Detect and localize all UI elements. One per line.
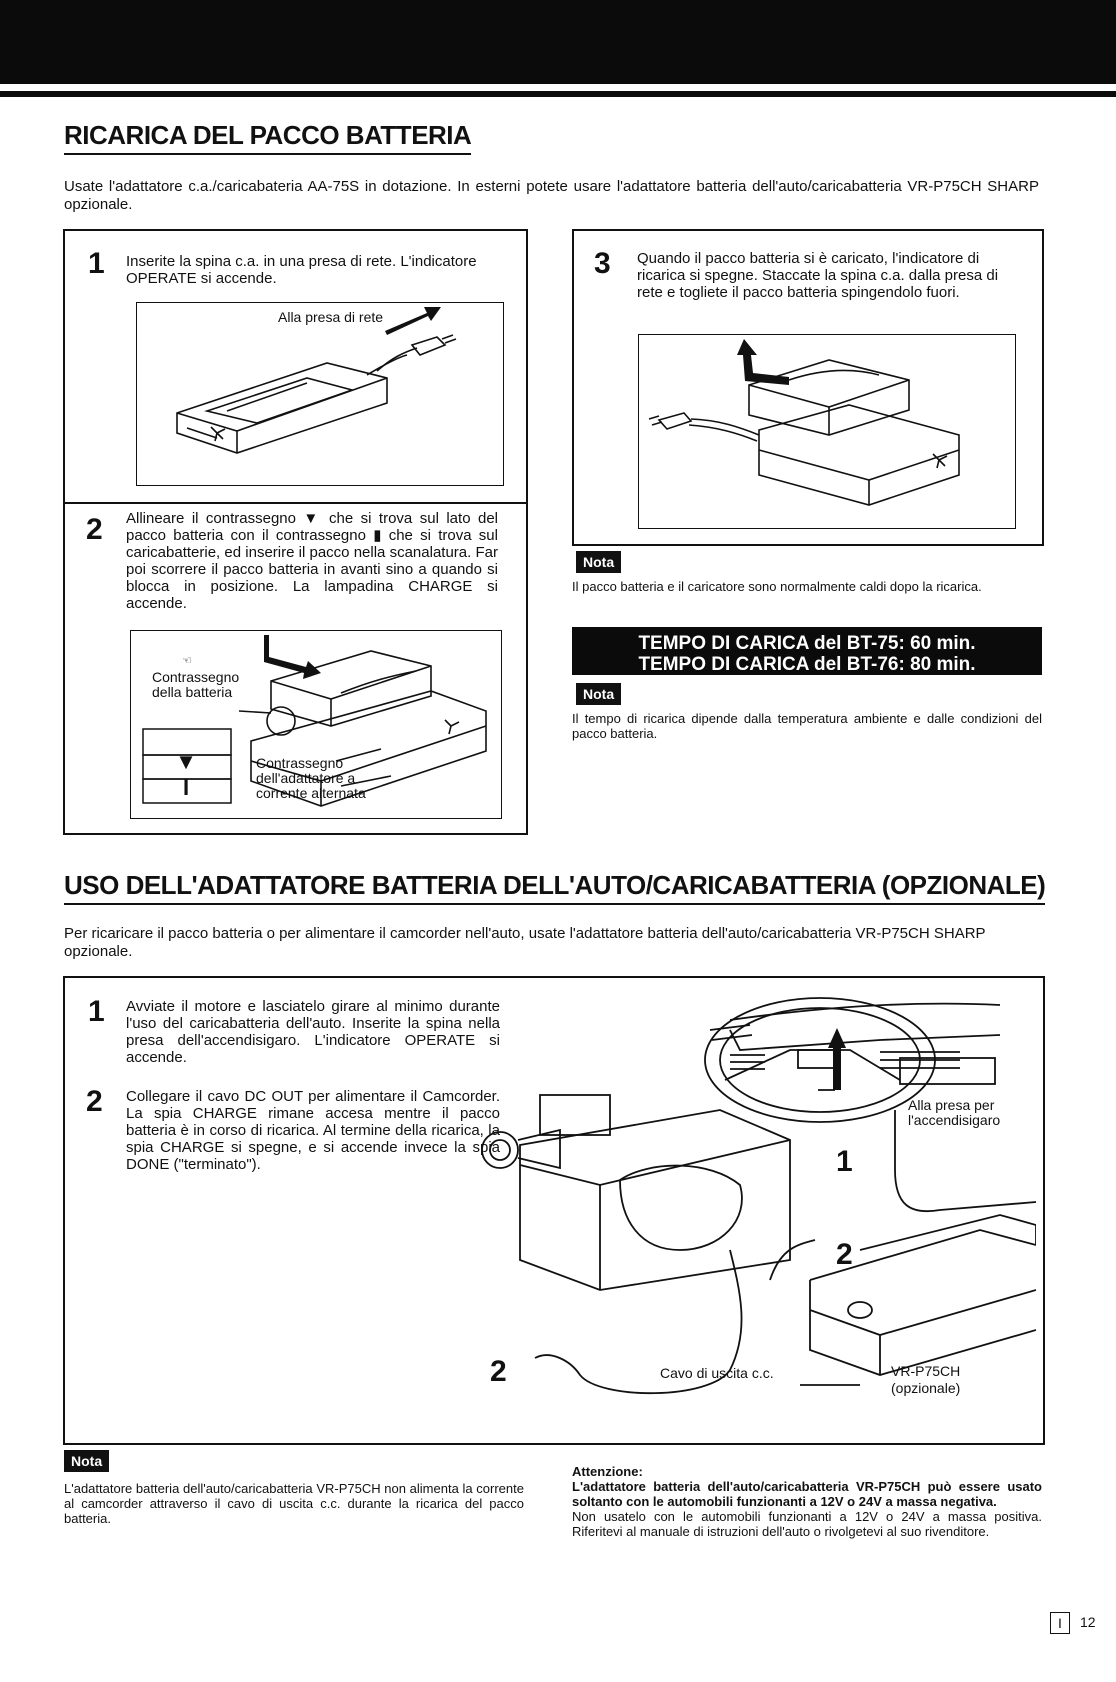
charger-plug-illustration xyxy=(136,302,504,486)
note-badge: Nota xyxy=(576,683,622,705)
model-label: VR-P75CH xyxy=(891,1363,961,1379)
charge-time-bt76: TEMPO DI CARICA del BT-76: 80 min. xyxy=(638,654,976,675)
hand-icon: ☜ xyxy=(182,655,192,667)
section-title-car-adapter: USO DELL'ADATTATORE BATTERIA DELL'AUTO/C… xyxy=(64,870,1046,905)
step-text: Collegare il cavo DC OUT per alimentare … xyxy=(126,1088,500,1173)
section2-intro: Per ricaricare il pacco batteria o per a… xyxy=(64,925,986,960)
step-number: 1 xyxy=(88,995,105,1028)
step-text: Inserite la spina c.a. in una presa di r… xyxy=(126,253,477,287)
battery-mark-label: Contrassegno della batteria xyxy=(152,669,240,700)
step-number: 1 xyxy=(88,247,105,280)
language-indicator: I xyxy=(1050,1612,1070,1634)
car-camcorder-illustration xyxy=(480,990,1036,1430)
cable-label: Cavo di uscita c.c. xyxy=(660,1365,774,1381)
caution-text: Non usatelo con le automobili funzionant… xyxy=(572,1509,1042,1539)
car-adapter-box xyxy=(63,976,1045,1445)
battery-insertion-illustration xyxy=(130,630,502,819)
callout-1: 1 xyxy=(836,1145,853,1178)
step-text: Quando il pacco batteria si è caricato, … xyxy=(637,250,999,301)
adapter-mark-label: Contrassegno dell'adattatore a corrente … xyxy=(256,755,366,801)
page-number: 12 xyxy=(1080,1614,1096,1630)
optional-label: (opzionale) xyxy=(891,1380,961,1396)
triangle-mark-icon: ▼ xyxy=(175,749,197,774)
step-number: 2 xyxy=(86,513,103,546)
section1-intro: Usate l'adattatore c.a./caricabateria AA… xyxy=(64,178,1039,213)
step-number: 2 xyxy=(86,1085,103,1118)
bar-mark-icon: I xyxy=(182,775,190,800)
callout-2: 2 xyxy=(490,1355,507,1388)
note-text: Il pacco batteria e il caricatore sono n… xyxy=(572,579,982,594)
figure-label: Alla presa di rete xyxy=(278,309,384,325)
callout-2: 2 xyxy=(836,1238,853,1271)
caution-bold-text: L'adattatore batteria dell'auto/caricaba… xyxy=(572,1479,1042,1509)
caution-block: Attenzione: L'adattatore batteria dell'a… xyxy=(572,1464,1042,1539)
divider xyxy=(65,502,526,504)
header-rule xyxy=(0,91,1116,97)
section-title-charging: RICARICA DEL PACCO BATTERIA xyxy=(64,120,472,155)
step-number: 3 xyxy=(594,247,611,280)
battery-removal-illustration xyxy=(638,334,1016,529)
step-text: Allineare il contrassegno ▼ che si trova… xyxy=(126,510,498,612)
caution-heading: Attenzione: xyxy=(572,1464,643,1479)
lighter-label: Alla presa per l'accendisigaro xyxy=(908,1097,1001,1128)
note-badge: Nota xyxy=(64,1450,110,1472)
note-text: L'adattatore batteria dell'auto/caricaba… xyxy=(64,1481,524,1526)
charge-times-band: TEMPO DI CARICA del BT-75: 60 min. TEMPO… xyxy=(572,627,1042,675)
step-text: Avviate il motore e lasciatelo girare al… xyxy=(126,998,500,1066)
charge-time-bt75: TEMPO DI CARICA del BT-75: 60 min. xyxy=(638,633,976,654)
note-text: Il tempo di ricarica dipende dalla tempe… xyxy=(572,711,1042,741)
header-bar xyxy=(0,0,1116,84)
note-badge: Nota xyxy=(576,551,622,573)
